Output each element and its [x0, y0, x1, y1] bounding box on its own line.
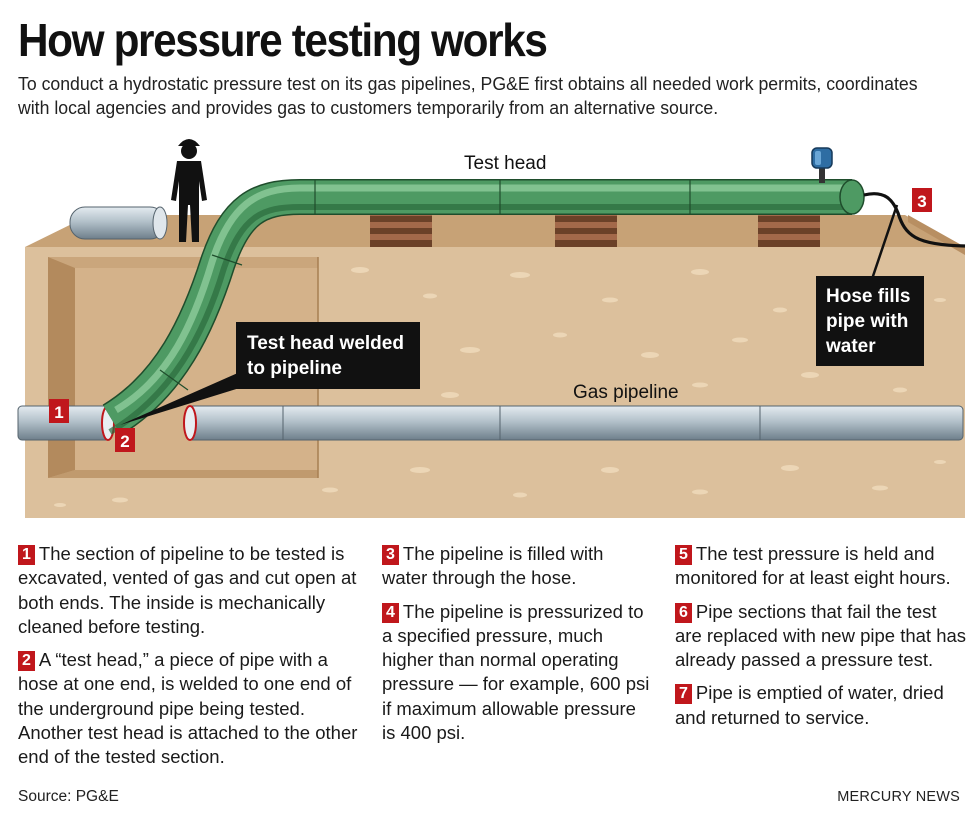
step-2-text: A “test head,” a piece of pipe with a ho… [18, 649, 358, 768]
worker-silhouette-icon [171, 139, 207, 242]
step-4-number: 4 [382, 602, 399, 623]
marker-3 [912, 188, 932, 212]
step-1-text: The section of pipeline to be tested is … [18, 543, 357, 637]
page-title: How pressure testing works [18, 14, 548, 66]
publisher-credit: MERCURY NEWS [837, 789, 960, 805]
step-1-number: 1 [18, 545, 35, 565]
callout-hose-line2: pipe with [826, 311, 908, 332]
marker-1-label: 1 [54, 403, 63, 422]
source-note: Source: PG&E [18, 788, 119, 805]
weld-callout-leader [120, 372, 246, 425]
step-2-number: 2 [18, 651, 35, 672]
label-gas-pipeline: Gas pipeline [573, 382, 679, 403]
callout-weld-box [236, 322, 420, 389]
callout-weld-line2: to pipeline [247, 358, 342, 379]
marker-2 [115, 428, 135, 452]
marker-2-label: 2 [120, 432, 129, 451]
step-7-number: 7 [675, 684, 692, 705]
step-7-text: Pipe is emptied of water, dried and retu… [675, 682, 944, 728]
callout-hose-line3: water [825, 336, 876, 357]
step-4-text: The pipeline is pressurized to a specifi… [382, 600, 650, 744]
pressure-gauge-icon [811, 147, 833, 183]
callout-hose-line1: Hose fills [826, 286, 910, 307]
step-5-text: The test pressure is held and monitored … [675, 543, 951, 589]
step-3-number: 3 [382, 545, 399, 565]
water-hose [863, 192, 966, 248]
step-5-number: 5 [675, 545, 692, 565]
step-3-text: The pipeline is filled with water throug… [382, 543, 604, 589]
callout-weld-line1: Test head welded [247, 333, 404, 354]
page-subtitle: To conduct a hydrostatic pressure test o… [18, 73, 918, 118]
callout-hose-box [816, 276, 924, 366]
pressure-test-diagram: Test head welded to pipeline Hose fills … [17, 139, 966, 518]
marker-1 [49, 399, 69, 423]
hose-callout-leader [868, 204, 899, 286]
surface-pipe [69, 206, 168, 240]
label-test-head: Test head [464, 153, 546, 174]
marker-3-label: 3 [917, 192, 926, 211]
test-head-pipe [102, 179, 865, 436]
step-6-text: Pipe sections that fail the test are rep… [675, 600, 967, 671]
step-6-number: 6 [675, 602, 692, 623]
